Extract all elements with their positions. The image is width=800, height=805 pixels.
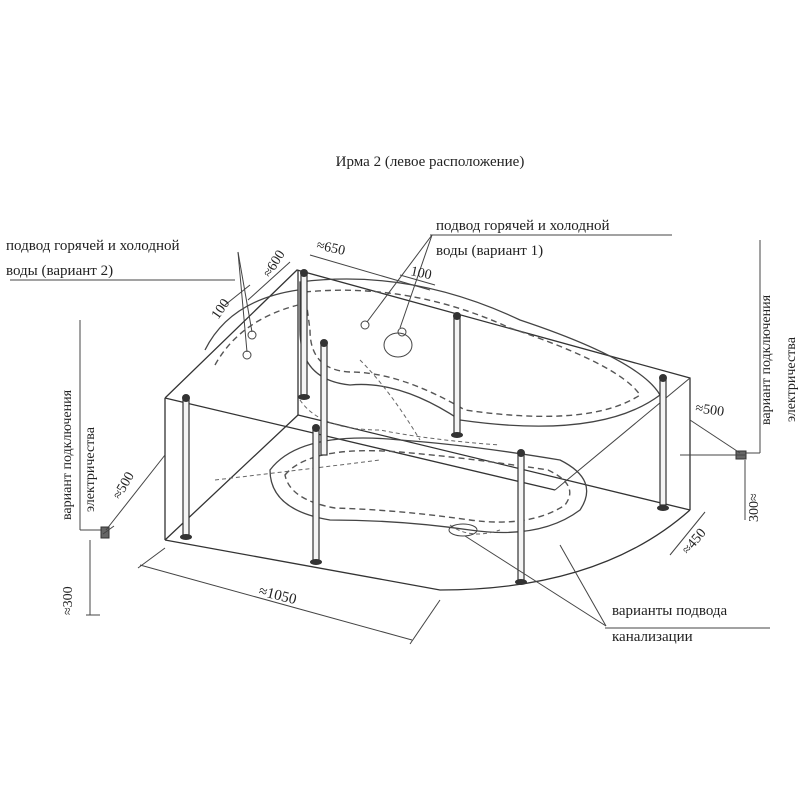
water-variant-2-line1: подвод горячей и холодной — [6, 238, 180, 254]
dimension-lines — [86, 254, 746, 645]
water-variant-1-line2: воды (вариант 1) — [436, 243, 543, 259]
electric-left-line1: вариант подключения — [60, 389, 75, 520]
tub-rim — [204, 278, 661, 427]
drain-variants-line2: канализации — [612, 629, 693, 645]
water-variant-1-line1: подвод горячей и холодной — [436, 218, 610, 234]
tub-basin — [214, 332, 588, 537]
dim-100-top: 100 — [409, 264, 433, 283]
dim-650: ≈650 — [315, 238, 346, 259]
dim-500-left: ≈500 — [110, 470, 137, 502]
electric-right-line1: вариант подключения — [759, 294, 774, 425]
drain-variants-line1: варианты подвода — [612, 603, 728, 619]
electric-right-line2: электричества — [784, 336, 799, 422]
dim-600: ≈600 — [261, 248, 289, 280]
dim-300-left: ≈300 — [61, 586, 76, 615]
diagram-title: Ирма 2 (левое расположение) — [336, 154, 525, 170]
dim-500-right: ≈500 — [694, 401, 724, 420]
leader-lines — [10, 234, 770, 629]
electric-left-line2: электричества — [83, 426, 98, 512]
dim-450: ≈450 — [680, 526, 710, 558]
dim-300-right: 300≈ — [747, 493, 762, 522]
water-variant-2-line2: воды (вариант 2) — [6, 263, 113, 279]
dim-1050: ≈1050 — [257, 583, 298, 608]
tub-legs — [180, 269, 669, 585]
callouts: подвод горячей и холодной воды (вариант … — [6, 218, 799, 645]
